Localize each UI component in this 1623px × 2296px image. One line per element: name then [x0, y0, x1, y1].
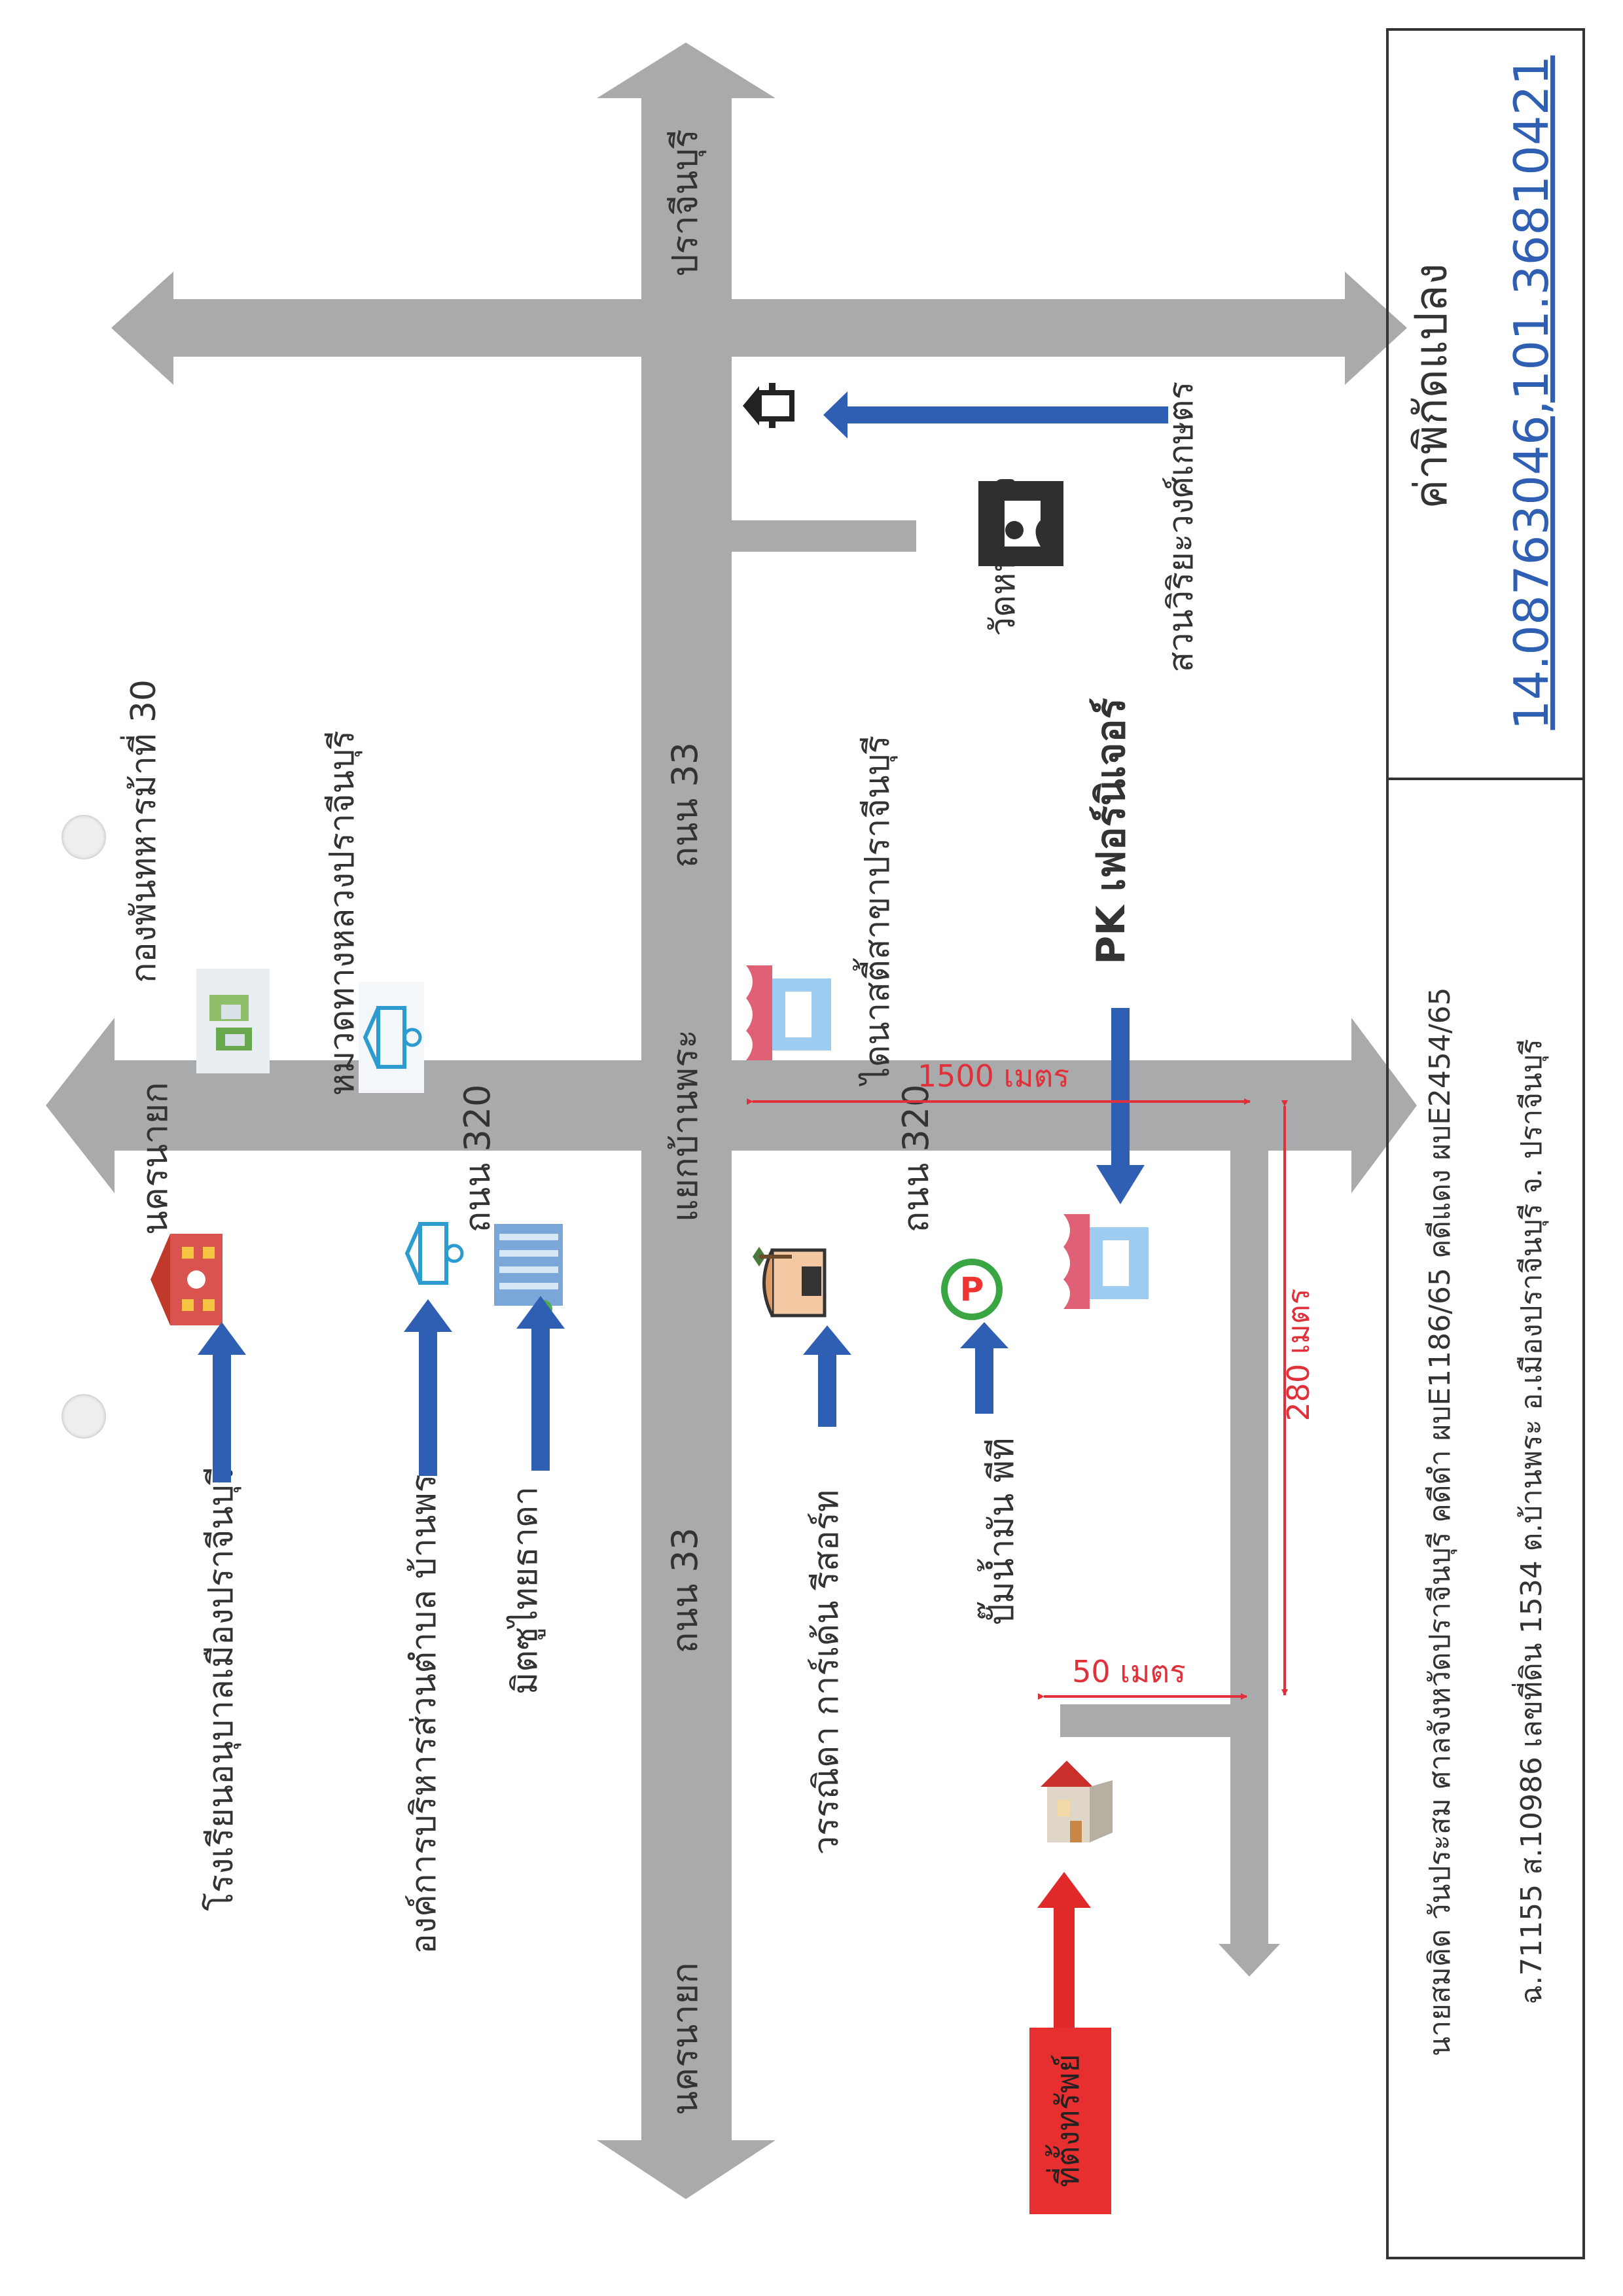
coords-heading: ค่าพิกัดแปลง: [1406, 263, 1457, 509]
arrow-school: [198, 1322, 246, 1482]
road-label-320-left: ถนน 320: [457, 1085, 498, 1233]
arrow-garden: [823, 391, 1168, 439]
label-mittraphap: มิตซูไทยธาดา: [506, 1486, 546, 1695]
temple-icon: [978, 481, 1063, 566]
footer-line-2: ฉ.71155 ส.10986 เลขที่ดิน 1534 ต.บ้านพระ…: [1511, 1039, 1549, 2004]
government-office-icon: [404, 1222, 464, 1285]
school-icon: [151, 1234, 223, 1325]
road-33: [46, 1018, 1417, 1193]
arrow-tambon-admin: [404, 1299, 452, 1476]
dynasty-store-icon: [746, 965, 831, 1060]
punch-hole-top: [62, 815, 106, 859]
road-320: [597, 43, 776, 2199]
road-top-cross: [111, 272, 1407, 385]
road-property-access: [1060, 1151, 1280, 1977]
property-house-icon: [1041, 1761, 1113, 1842]
info-box: [1386, 28, 1585, 2259]
label-property: ที่ตั้งทรัพย์: [1045, 2054, 1086, 2187]
label-highway-unit: หมวดทางหลวงปราจีนบุรี: [323, 730, 363, 1096]
label-cavalry-battalion: กองพันทหารม้าที่ 30: [120, 679, 164, 983]
road-label-320-right: ถนน 320: [895, 1085, 936, 1233]
label-dynasty: ไดนาสตี้สาขาปราจีนบุรี: [853, 736, 898, 1087]
footer-line-1: นายสมคิด วันประสม ศาลจังหวัดปราจีนบุรี ค…: [1423, 987, 1457, 2056]
arrow-mittraphap: [516, 1296, 565, 1471]
pk-furniture-store-icon: [1063, 1214, 1149, 1309]
arrow-resort: [803, 1325, 851, 1427]
label-pt-station: ปั๊มน้ำมัน พีที: [977, 1438, 1022, 1626]
road-label-nakhon-nayok-bottom: นครนายก: [664, 1962, 705, 2115]
label-school: โรงเรียนอนุบาลเมืองปราจีนบุรี: [202, 1466, 241, 1911]
road-label-intersection: แยกบ้านพระ: [664, 1030, 705, 1222]
garden-home-icon: [743, 383, 794, 428]
label-1500: 1500 เมตร: [918, 1058, 1069, 1094]
property-label-box: [1029, 2028, 1111, 2214]
label-resort: วรรณิดา การ์เด้น รีสอร์ท: [807, 1490, 846, 1855]
road-stub: [732, 520, 916, 552]
arrow-pk: [1096, 1008, 1145, 1204]
label-280: 280 เมตร: [1281, 1288, 1316, 1421]
gas-station-icon: P: [941, 1259, 1003, 1320]
label-tambon-admin: องค์การบริหารส่วนตำบล บ้านพระ: [404, 1456, 444, 1954]
road-label-nakhon-nayok-top: นครนายก: [134, 1082, 175, 1235]
label-50: 50 เมตร: [1072, 1654, 1186, 1689]
office-building-icon: [494, 1224, 563, 1318]
svg-text:P: P: [960, 1270, 984, 1308]
arrow-property: [1037, 1872, 1091, 2029]
army-base-icon: [196, 969, 270, 1073]
label-pk-furniture: PK เฟอร์นิเจอร์: [1088, 698, 1134, 965]
road-label-33-lower: ถนน 33: [664, 1528, 705, 1653]
arrow-pt: [960, 1322, 1008, 1414]
road-label-33-upper: ถนน 33: [664, 742, 705, 868]
coords-value: 14.08763046,101.36810421: [1504, 56, 1559, 730]
label-garden: สวนวิริยะวงศ์เกษตร: [1162, 382, 1201, 673]
punch-hole-bottom: [62, 1394, 106, 1439]
road-label-prachinburi: ปราจีนบุรี: [664, 129, 707, 276]
highway-office-icon: [359, 982, 424, 1093]
resort-icon: [753, 1247, 827, 1318]
